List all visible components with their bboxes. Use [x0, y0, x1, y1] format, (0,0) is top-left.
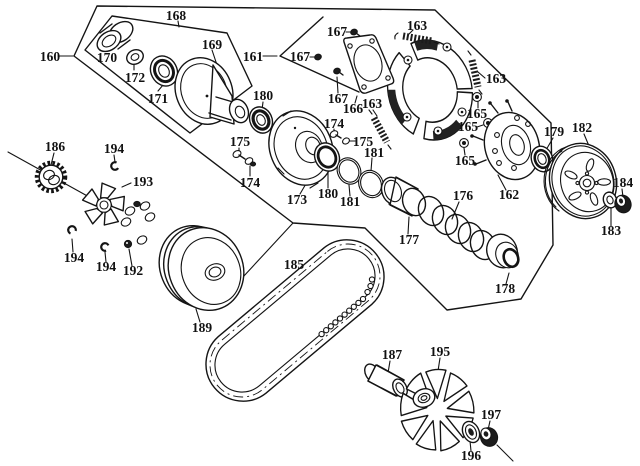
part-label-174: 174 [240, 175, 261, 190]
part-174-bolt-right [329, 130, 342, 139]
part-175-bolt-right [342, 137, 350, 145]
part-162-driver-plate [470, 99, 541, 181]
part-184-nut [614, 194, 632, 214]
part-label-197: 197 [481, 407, 502, 422]
part-197-nut [479, 427, 499, 447]
part-label-177: 177 [399, 232, 420, 247]
outline-group-160-161 [73, 5, 554, 311]
part-label-167: 167 [328, 91, 349, 106]
part-label-175: 175 [230, 134, 251, 149]
part-163-springs [368, 32, 483, 150]
part-label-192: 192 [123, 263, 144, 278]
part-169-drive-face [174, 57, 250, 125]
part-label-182: 182 [572, 120, 593, 135]
part-196-washer [461, 420, 481, 444]
part-label-180: 180 [318, 186, 339, 201]
part-195-fan [399, 368, 475, 452]
part-label-181: 181 [364, 145, 385, 160]
axis-line-fan-shaft [496, 444, 514, 462]
part-label-172: 172 [125, 70, 146, 85]
part-182-clutch-drum [543, 142, 618, 220]
part-166-gasket [343, 34, 395, 94]
part-180-seal-lower [313, 142, 341, 172]
shoe-pivot-pins [402, 42, 467, 136]
part-174-bolt-left [244, 157, 257, 167]
part-176-spring [417, 195, 497, 261]
part-label-186: 186 [45, 139, 66, 154]
part-label-195: 195 [430, 344, 451, 359]
part-193-ramp-plate [81, 182, 125, 226]
part-label-165: 165 [455, 153, 476, 168]
part-label-165: 165 [467, 106, 488, 121]
part-180-seal-upper [248, 106, 274, 134]
part-label-174: 174 [324, 116, 345, 131]
part-186-gear [34, 160, 68, 194]
part-189-drive-face-disc [158, 224, 245, 312]
part-label-176: 176 [453, 188, 474, 203]
part-181-oring-b [358, 169, 384, 199]
part-label-184: 184 [613, 175, 634, 190]
part-178-spring-seat [486, 233, 520, 269]
part-label-196: 196 [461, 448, 482, 463]
part-label-178: 178 [495, 281, 516, 296]
part-label-194: 194 [96, 259, 117, 274]
part-label-166: 166 [343, 101, 364, 116]
part-label-163: 163 [362, 96, 383, 111]
part-label-193: 193 [133, 174, 154, 189]
part-weight-rollers [120, 200, 156, 227]
part-172-washer [126, 49, 144, 65]
part-label-194: 194 [64, 250, 85, 265]
part-167-bolts [314, 28, 361, 76]
part-label-162: 162 [499, 187, 520, 202]
bracket-group-161 [279, 16, 360, 93]
part-label-194: 194 [104, 141, 125, 156]
assembly-group-outlines [7, 5, 554, 462]
part-label-189: 189 [192, 320, 213, 335]
part-label-181: 181 [340, 194, 361, 209]
part-label-165: 165 [458, 119, 479, 134]
part-label-187: 187 [382, 347, 403, 362]
part-label-160: 160 [40, 49, 61, 64]
part-label-183: 183 [601, 223, 622, 238]
part-label-161: 161 [243, 49, 264, 64]
part-label-173: 173 [287, 192, 308, 207]
part-label-167: 167 [290, 49, 311, 64]
part-185-belt [205, 239, 385, 402]
link-line-to-drive-face [242, 222, 294, 278]
part-177-collar [380, 176, 427, 217]
part-label-185: 185 [284, 257, 305, 272]
part-clutch-shoe-assembly [386, 39, 474, 141]
part-label-170: 170 [97, 50, 118, 65]
part-194-clips [67, 161, 120, 252]
part-170-bushing [96, 20, 134, 53]
part-label-163: 163 [407, 18, 428, 33]
part-181-oring-a [336, 157, 362, 185]
part-label-167: 167 [327, 24, 348, 39]
leader-lines [50, 20, 624, 452]
part-label-179: 179 [544, 124, 565, 139]
part-183-washer [602, 191, 618, 209]
part-label-171: 171 [148, 91, 169, 106]
part-label-163: 163 [486, 71, 507, 86]
part-label-168: 168 [166, 8, 187, 23]
part-165-nuts [459, 92, 493, 148]
part-171-oil-seal [149, 55, 179, 87]
part-175-bolt-left [232, 149, 246, 160]
part-label-175: 175 [353, 134, 374, 149]
belt-teeth [318, 276, 376, 338]
part-label-169: 169 [202, 37, 223, 52]
part-192-pin-and-ball [123, 235, 148, 249]
part-label-180: 180 [253, 88, 274, 103]
